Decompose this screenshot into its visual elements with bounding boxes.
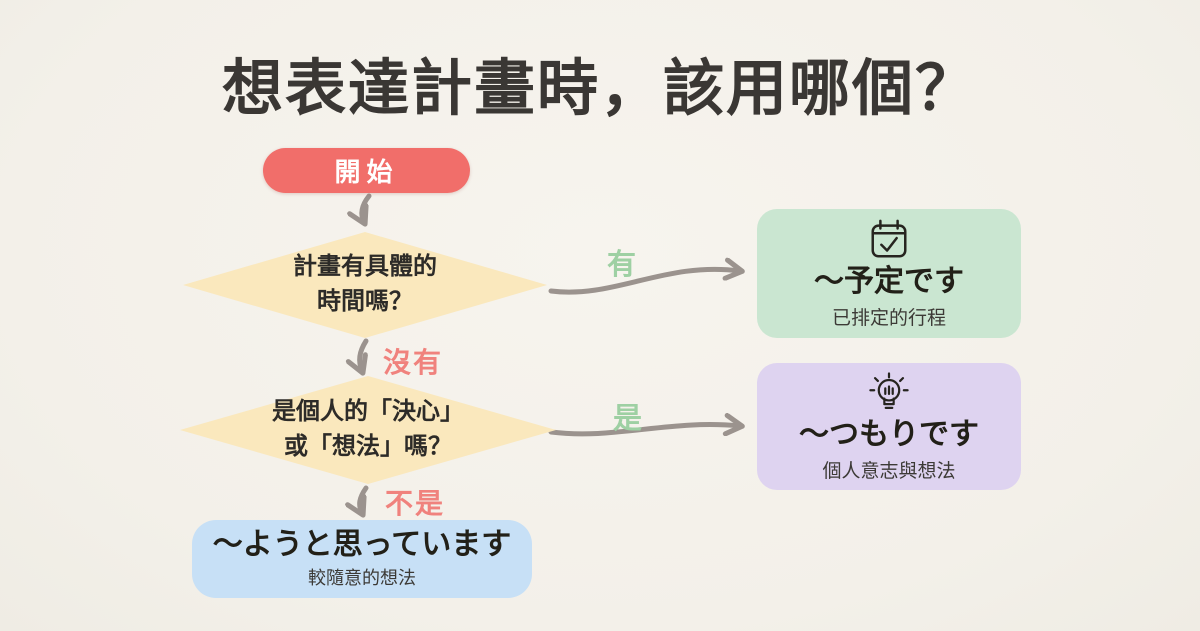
result-title: 〜予定です [814,265,964,298]
edge-label-no-is: 不是 [385,488,446,519]
edge-label-yes-is: 是 [613,403,645,435]
decision-node-personal-intent: 是個人的「決心」 或「想法」嗎？ [180,376,556,484]
edge-decision2-to-tsumori [548,425,740,437]
edge-decision1-to-decision2 [360,338,369,371]
decision1-question: 計畫有具體的 時間嗎？ [293,250,437,320]
decision2-line1: 是個人的「決心」 [272,398,464,426]
calendar-check-icon [866,217,912,263]
start-node: 開始 [263,148,470,193]
result-card-tsumori: 〜つもりです 個人意志與想法 [757,363,1021,490]
edge-decision1-to-yotei [548,269,740,295]
result-subtitle: 較隨意的想法 [308,568,416,588]
decision1-line2: 時間嗎？ [317,288,413,315]
result-card-youto: 〜ようと思っています 較隨意的想法 [192,520,532,598]
edge-label-yes-have: 有 [607,249,639,281]
result-title: 〜ようと思っています [212,528,512,561]
decision2-line2: 或「想法」嗎？ [284,433,452,460]
lightbulb-icon [863,370,915,416]
result-subtitle: 已排定的行程 [831,308,946,329]
result-card-yotei: 〜予定です 已排定的行程 [757,209,1021,338]
start-node-label: 開始 [334,157,399,187]
edge-start-to-decision1 [362,193,372,222]
decision2-question: 是個人的「決心」 或「想法」嗎？ [272,395,464,465]
edge-label-no-have: 沒有 [383,347,444,378]
edge-decision2-to-youto [360,485,369,513]
result-title: 〜つもりです [799,418,979,451]
decision1-line1: 計畫有具體的 [293,253,437,281]
result-subtitle: 個人意志與想法 [822,461,956,482]
page-title: 想表達計畫時，該用哪個？ [221,54,978,122]
decision-node-specific-time: 計畫有具體的 時間嗎？ [183,232,547,338]
